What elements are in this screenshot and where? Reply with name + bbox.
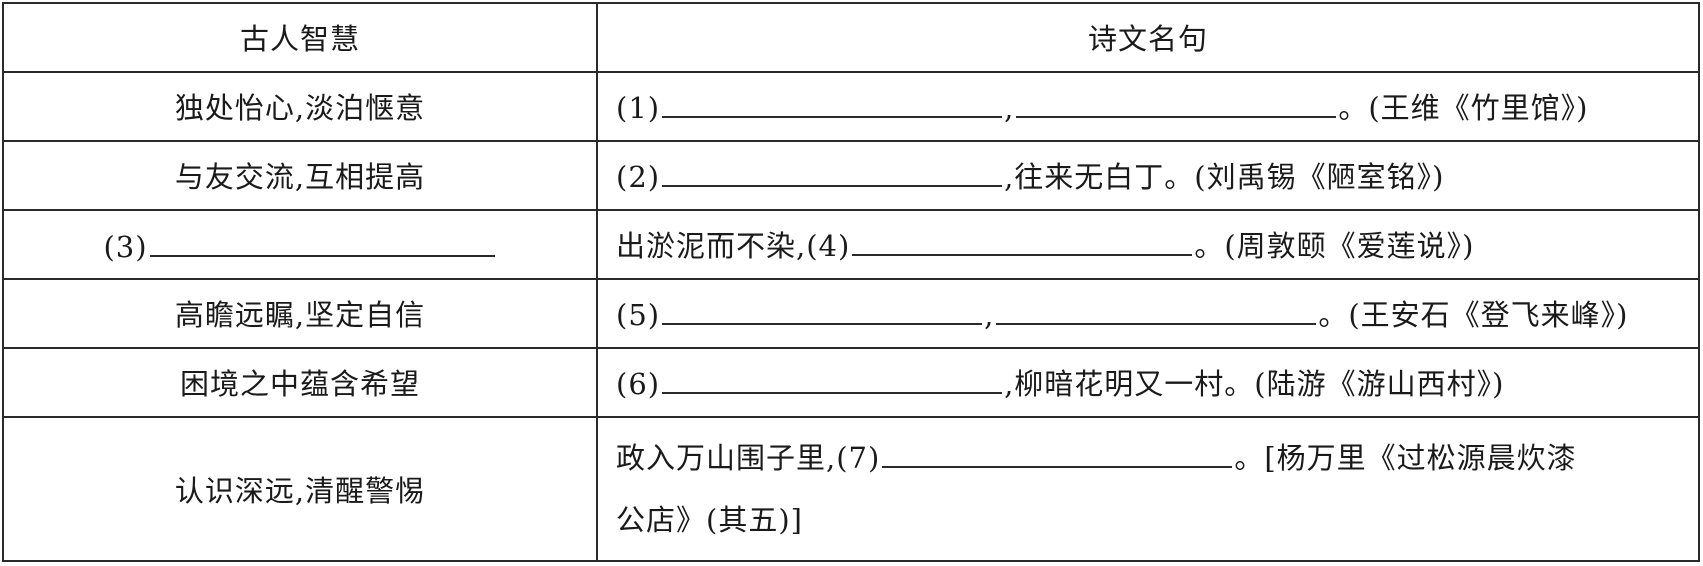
header-row: 古人智慧 诗文名句 xyxy=(2,2,1700,73)
wisdom-number: (3) xyxy=(103,229,148,264)
table-row: 高瞻远瞩,坚定自信 (5), 。(王安石《登飞来峰》) xyxy=(2,277,1700,349)
verse-cell: 出淤泥而不染,(4) 。(周敦颐《爱莲说》) xyxy=(596,208,1700,280)
wisdom-cell: 困境之中蕴含希望 xyxy=(2,346,598,418)
header-verses: 诗文名句 xyxy=(596,2,1700,73)
wisdom-cell: 独处怡心,淡泊惬意 xyxy=(2,70,598,142)
verse-text: 出淤泥而不染,(4) xyxy=(616,229,851,264)
verse-text: , xyxy=(1004,91,1015,126)
answer-blank-1b[interactable] xyxy=(1016,86,1337,119)
answer-blank-4[interactable] xyxy=(852,224,1193,257)
verse-text: (1) xyxy=(616,91,661,126)
verse-text: ,柳暗花明又一村。(陆游《游山西村》) xyxy=(1004,367,1505,402)
verse-text: 。(周敦颐《爱莲说》) xyxy=(1194,229,1475,264)
verse-text: 政入万山围子里,(7) xyxy=(616,440,881,475)
wisdom-cell: 高瞻远瞩,坚定自信 xyxy=(2,277,598,349)
verse-text: (2) xyxy=(616,160,661,195)
verse-text: , xyxy=(984,298,995,333)
wisdom-cell: 认识深远,清醒警惕 xyxy=(2,415,598,563)
header-wisdom: 古人智慧 xyxy=(2,2,598,73)
verse-text: (6) xyxy=(616,367,661,402)
answer-blank-5a[interactable] xyxy=(662,293,983,326)
wisdom-cell: 与友交流,互相提高 xyxy=(2,139,598,211)
verse-cell: 政入万山围子里,(7) 。[杨万里《过松源晨炊漆公店》(其五)] xyxy=(596,415,1700,563)
verse-cell: (5), 。(王安石《登飞来峰》) xyxy=(596,277,1700,349)
verse-text: 。(王维《竹里馆》) xyxy=(1338,91,1589,126)
answer-blank-1a[interactable] xyxy=(662,86,1003,119)
answer-blank-6[interactable] xyxy=(662,362,1003,395)
verse-text: 公店》(其五)] xyxy=(616,502,803,537)
table-row: 与友交流,互相提高 (2) ,往来无白丁。(刘禹锡《陋室铭》) xyxy=(2,139,1700,211)
verse-cell: (1), 。(王维《竹里馆》) xyxy=(596,70,1700,142)
verse-text: (5) xyxy=(616,298,661,333)
table-row: 独处怡心,淡泊惬意 (1), 。(王维《竹里馆》) xyxy=(2,70,1700,142)
answer-blank-5b[interactable] xyxy=(996,293,1317,326)
table-row: 困境之中蕴含希望 (6) ,柳暗花明又一村。(陆游《游山西村》) xyxy=(2,346,1700,418)
answer-blank-3[interactable] xyxy=(149,225,495,257)
verse-text: 。(王安石《登飞来峰》) xyxy=(1318,298,1629,333)
answer-blank-7[interactable] xyxy=(882,436,1233,468)
table-row: 认识深远,清醒警惕 政入万山围子里,(7) 。[杨万里《过松源晨炊漆公店》(其五)… xyxy=(2,415,1700,563)
verse-cell: (6) ,柳暗花明又一村。(陆游《游山西村》) xyxy=(596,346,1700,418)
verse-text: 。[杨万里《过松源晨炊漆 xyxy=(1234,440,1577,475)
wisdom-cell: (3) xyxy=(2,208,598,280)
answer-blank-2[interactable] xyxy=(662,155,1003,188)
table-row: (3) 出淤泥而不染,(4) 。(周敦颐《爱莲说》) xyxy=(2,208,1700,280)
verse-cell: (2) ,往来无白丁。(刘禹锡《陋室铭》) xyxy=(596,139,1700,211)
verse-text: ,往来无白丁。(刘禹锡《陋室铭》) xyxy=(1004,160,1445,195)
